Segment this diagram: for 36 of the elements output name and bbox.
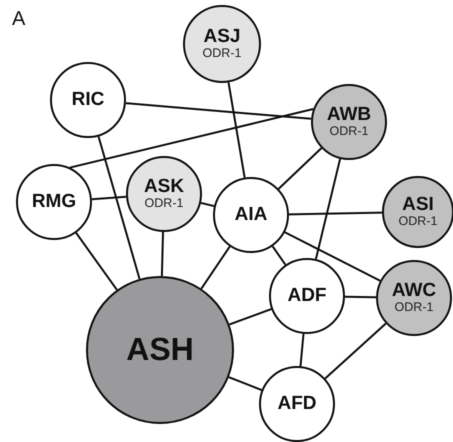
connector-line xyxy=(344,296,376,298)
connector-line xyxy=(278,147,322,190)
neuron-name: RIC xyxy=(72,90,104,110)
connector-line xyxy=(200,202,214,208)
neuron-name: ASI xyxy=(402,194,434,214)
connector-line xyxy=(126,102,312,120)
connector-line xyxy=(160,232,164,276)
connector-line xyxy=(284,231,381,282)
neuron-name: AIA xyxy=(234,205,268,225)
neuron-name: ASH xyxy=(126,333,194,367)
neuron-name: ADF xyxy=(287,286,327,306)
connector-line xyxy=(300,334,304,366)
neuron-name: ASK xyxy=(144,176,184,196)
connector-line xyxy=(75,232,118,290)
receptor-label: ODR-1 xyxy=(330,124,368,140)
connector-line xyxy=(98,136,140,280)
connector-line xyxy=(228,376,262,391)
connector-line xyxy=(314,158,342,260)
receptor-label: ODR-1 xyxy=(144,196,184,212)
connector-line xyxy=(324,322,387,380)
connector-line xyxy=(200,246,231,290)
connector-line xyxy=(229,308,272,326)
connector-line xyxy=(70,108,314,169)
receptor-label: ODR-1 xyxy=(394,300,434,316)
panel-label: A xyxy=(12,8,26,31)
neuron-name: ASJ xyxy=(204,26,240,46)
connector-line xyxy=(92,196,126,200)
neuron-name: RMG xyxy=(32,192,76,212)
neuron-name: AFD xyxy=(277,394,317,414)
neuron-name: AWB xyxy=(326,104,372,124)
connector-line xyxy=(272,246,286,266)
connector-line xyxy=(288,212,382,216)
connector-line xyxy=(228,82,246,178)
receptor-label: ODR-1 xyxy=(398,214,438,230)
neuron-name: AWC xyxy=(392,280,436,300)
receptor-label: ODR-1 xyxy=(202,46,242,62)
